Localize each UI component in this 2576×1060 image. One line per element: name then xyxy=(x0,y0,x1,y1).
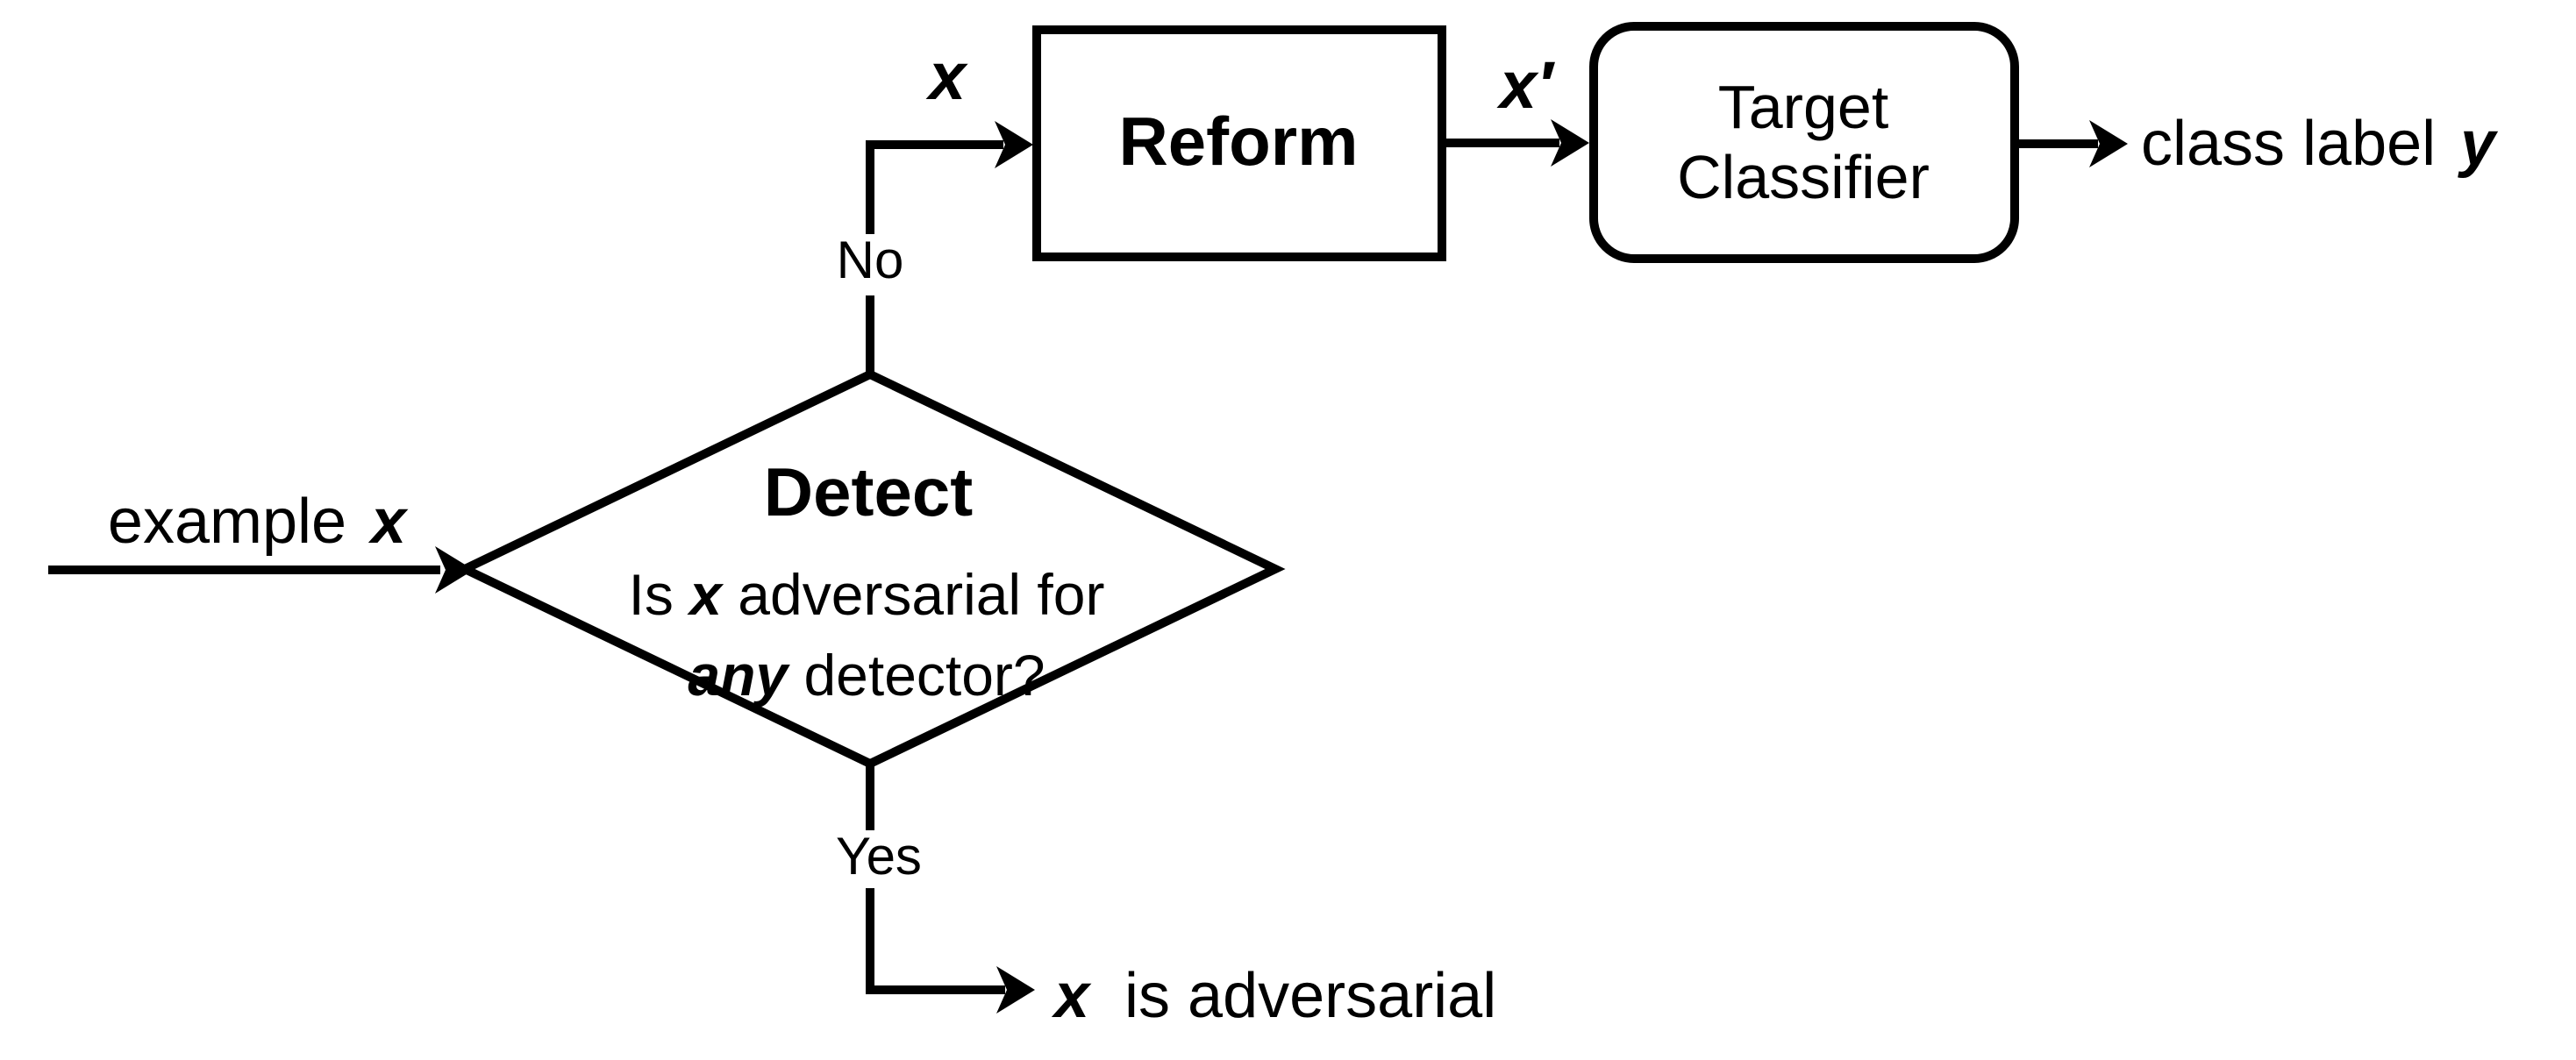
class-label-var: y xyxy=(2460,109,2496,179)
example-text: example xyxy=(107,487,347,557)
reform-box-label: Reform xyxy=(1118,103,1359,180)
detect-question-emph: any xyxy=(688,643,788,708)
target-classifier-line1: Target xyxy=(1717,73,1889,141)
no-branch-var-label: x xyxy=(928,39,967,114)
detect-question-var: x xyxy=(689,562,722,627)
reform-box-shape xyxy=(1032,25,1446,261)
input-arrow xyxy=(48,546,474,594)
arrowhead-icon xyxy=(2089,120,2128,167)
target-classifier-line2: Classifier xyxy=(1677,143,1930,211)
example-var: x xyxy=(371,487,407,557)
detect-question-line1: Is x adversarial for xyxy=(628,562,1105,627)
arrowhead-icon xyxy=(435,546,474,594)
target-classifier-label: Target Classifier xyxy=(1677,72,1930,212)
no-branch-label: No xyxy=(836,231,904,289)
detect-question-line2: any detector? xyxy=(688,643,1045,708)
arrowhead-icon xyxy=(996,966,1035,1014)
class-label-text: class label xyxy=(2141,109,2437,179)
arrowhead-icon xyxy=(995,121,1033,168)
yes-branch-connector xyxy=(866,764,1035,1014)
yes-branch-label: Yes xyxy=(836,827,922,886)
no-branch-connector xyxy=(866,121,1033,374)
detect-title: Detect xyxy=(763,453,974,530)
reform-output-var-label: x′ xyxy=(1499,48,1553,123)
adversarial-result-text: is adversarial xyxy=(1124,961,1497,1031)
detect-diamond-shape xyxy=(454,369,1286,769)
classifier-output-arrow xyxy=(2015,120,2128,167)
reform-to-classifier-arrow xyxy=(1443,119,1589,167)
adversarial-result-label: x is adversarial xyxy=(1054,964,1496,1028)
adversarial-result-var: x xyxy=(1054,961,1090,1031)
arrowhead-icon xyxy=(1551,119,1589,167)
